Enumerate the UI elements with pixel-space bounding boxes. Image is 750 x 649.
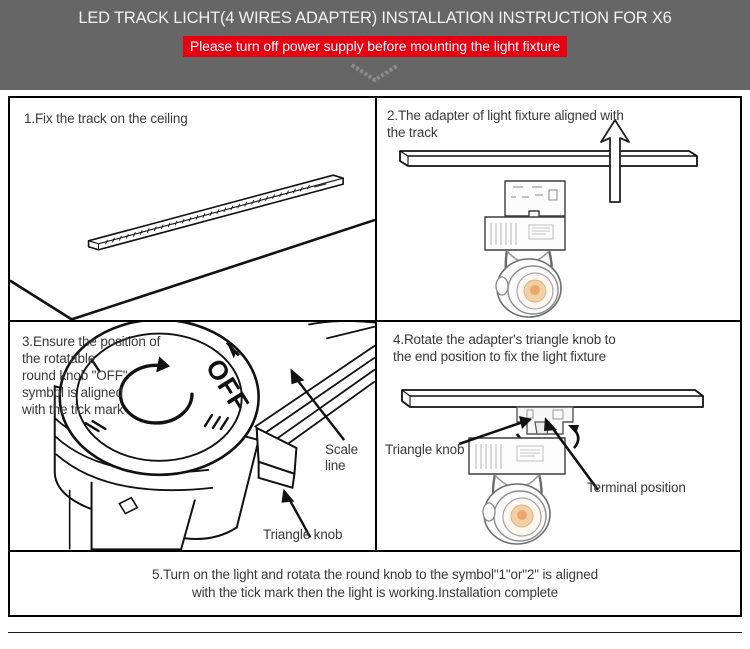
grid-row-bottom: 5.Turn on the light and rotata the round…: [10, 552, 740, 615]
callout-terminal-position: Terminal position: [587, 480, 686, 495]
step-1-title: 1.Fix the track on the ceiling: [24, 111, 188, 126]
header-banner: LED TRACK LICHT(4 WIRES ADAPTER) INSTALL…: [0, 0, 750, 90]
track-rail: [401, 389, 704, 408]
track-rail: [87, 174, 344, 251]
grid-row-top: 1.Fix the track on the ceiling: [10, 98, 740, 322]
chevron-down-icon: [350, 63, 400, 83]
triangle-knob-callout-arrow: [458, 416, 532, 446]
step-3-title: 3.Ensure the position of the rotatable r…: [22, 334, 161, 417]
warning-wrapper: Please turn off power supply before moun…: [0, 36, 750, 58]
scale-line-arrow: [290, 368, 346, 441]
track-light-fixture: [484, 180, 566, 318]
triangle-knob-arrow: [281, 488, 312, 539]
grid-row-middle: 3.Ensure the position of the rotatable r…: [10, 322, 740, 552]
callout-scale-line: Scale line: [325, 442, 359, 473]
step-4-title: 4.Rotate the adapter's triangle knob to …: [393, 332, 616, 364]
adapter-alignment-illustration: [399, 119, 698, 318]
terminal-position-callout-arrow: [544, 417, 600, 491]
step-panel-3: 3.Ensure the position of the rotatable r…: [10, 322, 377, 550]
page-title: LED TRACK LICHT(4 WIRES ADAPTER) INSTALL…: [78, 9, 672, 27]
scale-line-rails: [254, 325, 375, 456]
step-2-title: 2.The adapter of light fixture aligned w…: [387, 108, 624, 140]
rotatable-round-knob: OFF: [58, 322, 260, 477]
step-panel-2: 2.The adapter of light fixture aligned w…: [377, 98, 740, 320]
power-warning-banner: Please turn off power supply before moun…: [182, 36, 568, 58]
callout-triangle-knob: Triangle knob: [263, 527, 343, 542]
track-light-fixture: [468, 437, 566, 545]
knob-tick-marks: [84, 358, 230, 433]
rotate-triangle-knob-illustration: [401, 389, 704, 545]
round-knob-closeup-illustration: OFF: [53, 322, 375, 550]
up-arrow-icon: [600, 119, 630, 203]
triangle-knob-shape: [255, 426, 298, 489]
callout-triangle-knob-4: Triangle knob: [385, 442, 465, 457]
step-panel-4: 4.Rotate the adapter's triangle knob to …: [377, 322, 740, 550]
step-panel-1: 1.Fix the track on the ceiling: [10, 98, 377, 320]
bottom-divider: [8, 632, 742, 633]
step-5-title: 5.Turn on the light and rotata the round…: [151, 566, 598, 600]
track-rail: [399, 150, 698, 167]
ceiling-track-illustration: [10, 174, 375, 320]
instruction-grid: 1.Fix the track on the ceiling: [8, 96, 742, 617]
tick-mark-pointer: [225, 341, 242, 359]
rotate-arrow-icon: [118, 356, 194, 425]
